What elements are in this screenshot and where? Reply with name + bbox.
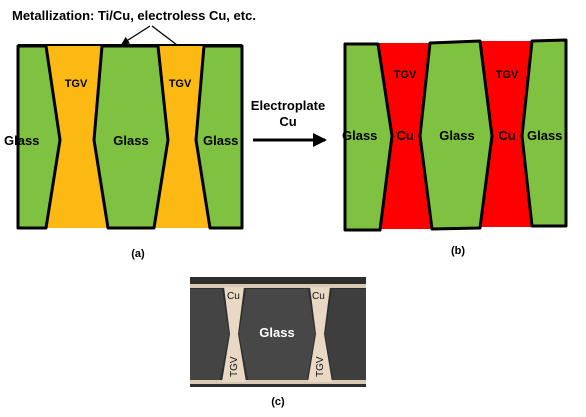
panel-b-cu-left — [378, 43, 432, 229]
panel-b-cu-left-label: Cu — [396, 128, 413, 143]
panel-a-caption: (a) — [131, 248, 145, 260]
panel-a-glass-center-label: Glass — [113, 133, 148, 148]
panel-a-tgv-left: TGV — [65, 78, 88, 90]
electroplate-label-line1: Electroplate — [251, 98, 325, 113]
panel-a-glass-left-label: Glass — [4, 133, 39, 148]
panel-b-tgv-right: TGV — [496, 69, 519, 81]
callout-arrow-left — [121, 25, 151, 45]
panel-c-cu-right-label: Cu — [312, 291, 325, 302]
panel-b-caption: (b) — [451, 245, 465, 257]
panel-a: TGV TGV Glass Glass Glass (a) — [4, 44, 244, 260]
panel-b-cu-right-label: Cu — [498, 128, 515, 143]
panel-c-top-surface-cu — [190, 284, 366, 288]
panel-c: Cu Cu Glass TGV TGV (c) — [190, 277, 366, 408]
panel-b-glass-center-label: Glass — [439, 128, 474, 143]
panel-c-bottom-surface-cu — [190, 380, 366, 384]
electroplate-step: Electroplate Cu — [251, 98, 327, 147]
panel-a-glass-right-label: Glass — [203, 133, 238, 148]
metallization-callout: Metallization: Ti/Cu, electroless Cu, et… — [12, 8, 256, 23]
panel-b-glass-center — [418, 39, 494, 231]
panel-c-tgv-left-label: TGV — [229, 356, 240, 377]
electroplate-label-line2: Cu — [279, 114, 296, 129]
panel-b-tgv-left: TGV — [394, 69, 417, 81]
panel-c-cu-via-right — [308, 287, 332, 382]
panel-c-glass-right — [325, 289, 366, 380]
panel-b-glass-right-label: Glass — [527, 128, 562, 143]
panel-c-tgv-right-label: TGV — [315, 356, 326, 377]
panel-c-cu-left-label: Cu — [227, 291, 240, 302]
panel-b: TGV TGV Cu Cu Glass Glass Glass (b) — [342, 38, 568, 257]
panel-b-cu-right — [480, 41, 532, 227]
panel-c-glass-left — [190, 289, 229, 380]
panel-a-tgv-right: TGV — [169, 78, 192, 90]
panel-b-glass-left — [343, 42, 394, 232]
panel-c-glass-center — [239, 289, 315, 380]
panel-b-glass-right — [520, 38, 568, 228]
panel-c-cu-via-left — [222, 287, 246, 382]
panel-b-glass-left-label: Glass — [342, 128, 377, 143]
panel-c-caption: (c) — [271, 396, 285, 408]
panel-c-glass-label: Glass — [259, 325, 294, 340]
